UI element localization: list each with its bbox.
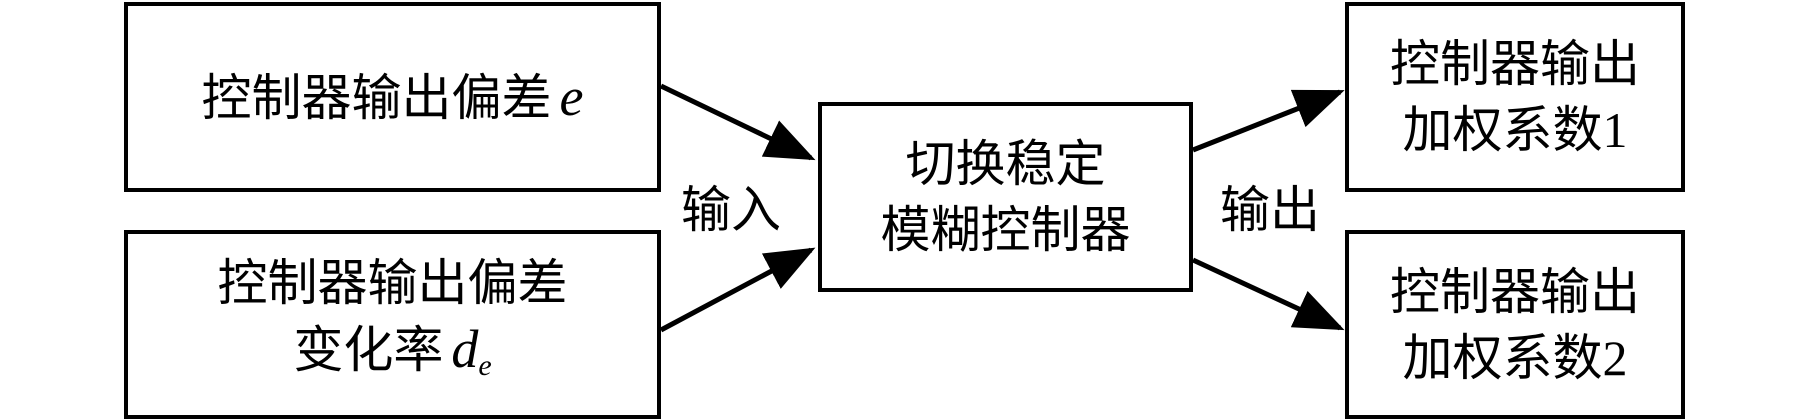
controller-line1: 切换稳定 bbox=[905, 135, 1106, 193]
output2-line2-text: 加权系数 bbox=[1402, 328, 1603, 387]
output2-line2: 加权系数2 bbox=[1403, 325, 1628, 391]
input-error-variable: e bbox=[559, 66, 584, 127]
output1-line1: 控制器输出 bbox=[1390, 35, 1640, 93]
arrow-controller-to-output1 bbox=[1192, 89, 1345, 153]
output-box-weight-2: 控制器输出 加权系数2 bbox=[1345, 230, 1685, 419]
input-error-rate-line1: 控制器输出偏差 bbox=[217, 254, 568, 312]
arrow-controller-to-output2 bbox=[1191, 257, 1345, 331]
input-error-rate-text: 变化率 bbox=[293, 321, 444, 379]
output1-line2-text: 加权系数 bbox=[1402, 101, 1603, 159]
controller-line2: 模糊控制器 bbox=[880, 201, 1131, 259]
input-error-rate-subscript: e bbox=[478, 349, 492, 382]
output1-line2: 加权系数1 bbox=[1403, 97, 1628, 163]
input-error-rate-variable: d bbox=[451, 319, 479, 379]
output2-line1: 控制器输出 bbox=[1390, 262, 1640, 321]
input-label: 输入 bbox=[681, 181, 781, 239]
output1-number: 1 bbox=[1602, 102, 1628, 158]
output-label: 输出 bbox=[1220, 181, 1320, 239]
arrow-input2-to-controller bbox=[659, 247, 816, 333]
input-error-text: 控制器输出偏差 bbox=[201, 68, 552, 127]
output2-number: 2 bbox=[1602, 329, 1628, 386]
controller-box: 切换稳定 模糊控制器 bbox=[818, 102, 1193, 292]
arrow-input1-to-controller bbox=[659, 83, 816, 161]
output-box-weight-1: 控制器输出 加权系数1 bbox=[1345, 2, 1685, 192]
